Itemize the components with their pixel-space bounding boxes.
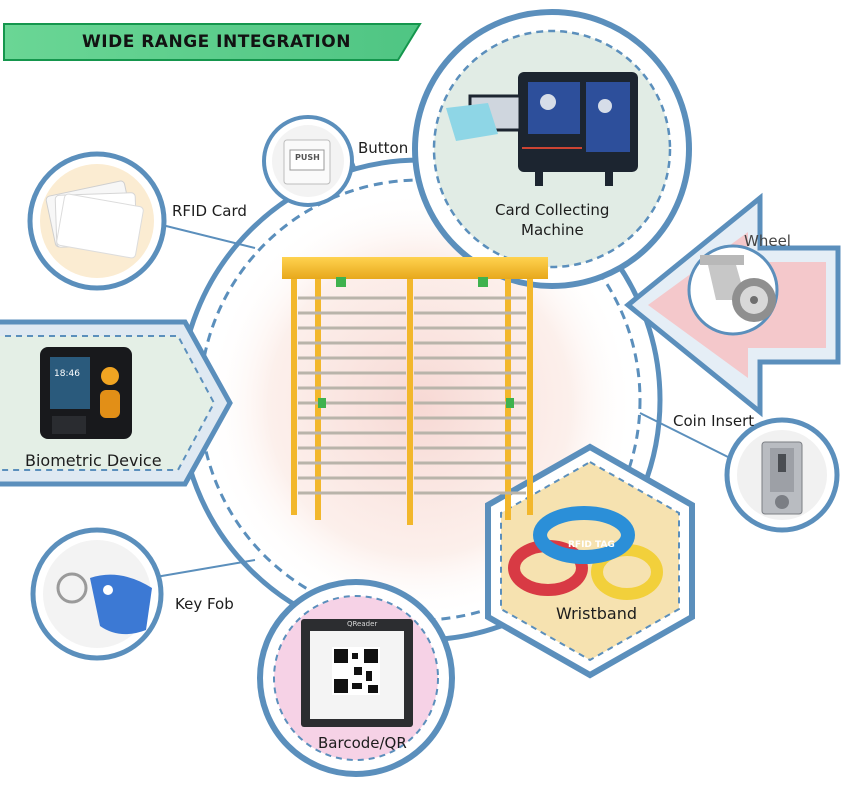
rfid-cards-icon [45, 180, 144, 259]
card-collecting-label-line2: Machine [521, 221, 584, 239]
key-fob-label: Key Fob [175, 595, 234, 613]
wheel-icon [700, 255, 776, 322]
key-fob-icon [56, 572, 152, 635]
coin-insert-icon [761, 441, 803, 515]
biometric-device-icon [40, 347, 132, 439]
biometric-label: Biometric Device [25, 451, 162, 470]
card-collecting-label-line1: Card Collecting [495, 201, 610, 219]
wheel-label: Wheel [744, 232, 791, 250]
button-label: Button [358, 139, 409, 157]
coin-insert-label: Coin Insert [673, 412, 755, 430]
qr-window-title: QReader [347, 620, 378, 628]
wristband-icon [508, 506, 663, 600]
push-button-icon [283, 139, 331, 185]
biometric-time: 18:46 [54, 369, 80, 379]
card-machine-icon [446, 72, 638, 186]
wristband-tag-text: RFID TAG [568, 540, 615, 550]
banner-title: WIDE RANGE INTEGRATION [82, 32, 351, 52]
turnstile-icon [282, 257, 548, 525]
qr-code-icon [301, 619, 413, 727]
banner [0, 20, 430, 64]
rfid-card-label: RFID Card [172, 202, 247, 220]
push-label: PUSH [295, 153, 320, 162]
barcode-label: Barcode/QR [318, 734, 407, 752]
wristband-label: Wristband [556, 604, 637, 623]
